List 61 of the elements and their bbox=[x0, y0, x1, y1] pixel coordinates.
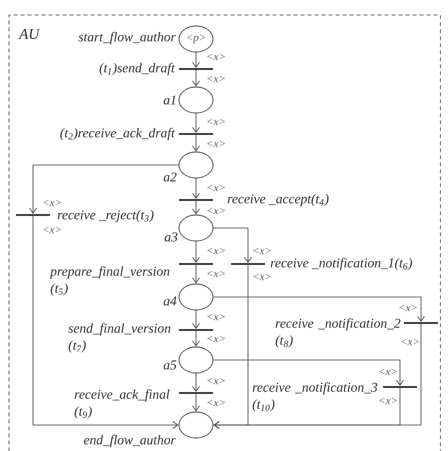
place-label: a5 bbox=[164, 360, 176, 370]
place-circle bbox=[178, 152, 214, 178]
arc-label: <x> bbox=[398, 304, 418, 312]
arc-arrow bbox=[192, 200, 200, 215]
transition-label: (t$_{2}$)receive_ack_draft bbox=[60, 128, 176, 140]
transition-label: receive_ack_final (t$_{9}$) bbox=[74, 389, 170, 419]
arc-label: <x> bbox=[206, 207, 226, 215]
arc-label: <x> bbox=[206, 247, 226, 255]
arc-label: <x> bbox=[252, 247, 272, 255]
place-label: a4 bbox=[164, 296, 176, 306]
arc-label: <x> bbox=[206, 313, 226, 321]
place-label: a3 bbox=[164, 232, 178, 242]
transition-label: (t$_{1}$)send_draft bbox=[100, 62, 176, 76]
arc-arrow bbox=[192, 134, 200, 152]
arc-label: <x> bbox=[206, 75, 226, 83]
arc-label: <x> bbox=[252, 273, 272, 281]
arc-label: <x> bbox=[42, 226, 62, 234]
arc-label: <x> bbox=[206, 184, 226, 192]
arc-label: <x> bbox=[42, 199, 62, 207]
transition-label: receive _notification_1(t$_{6}$) bbox=[270, 258, 412, 270]
place-circle bbox=[178, 214, 214, 242]
arc-arrow bbox=[192, 178, 200, 199]
arc-label: <x> bbox=[400, 338, 420, 346]
arc-arrow bbox=[32, 216, 179, 429]
place-circle bbox=[178, 412, 214, 438]
arc-arrow bbox=[192, 70, 200, 87]
arc-arrow bbox=[192, 241, 200, 263]
transition-label: prepare_final_version (t$_{5}$) bbox=[49, 266, 170, 296]
arc-label: <x> bbox=[206, 270, 226, 278]
arc-arrow bbox=[192, 394, 200, 412]
arc-label: <x> bbox=[378, 368, 398, 376]
arc-arrow bbox=[213, 228, 252, 263]
place-circle bbox=[178, 86, 214, 114]
transition-label: send_final_version (t$_{7}$) bbox=[68, 323, 170, 353]
arc-arrow bbox=[213, 388, 400, 429]
arc-arrow bbox=[192, 264, 200, 284]
arc-label: <x> bbox=[206, 377, 226, 385]
place-circle bbox=[178, 284, 214, 310]
place-label: start_flow_author bbox=[78, 32, 176, 44]
transition-label: receive _accept(t$_{4}$) bbox=[228, 194, 329, 206]
arc-label: <x> bbox=[206, 118, 226, 126]
arc-label: <x> bbox=[206, 335, 226, 343]
arc-arrow bbox=[213, 360, 404, 386]
transition-label: receive _notification_3 (t$_{10}$) bbox=[252, 382, 378, 412]
arc-label: <x> bbox=[378, 397, 398, 405]
place-label: a1 bbox=[164, 96, 176, 105]
transition-label: receive _reject(t$_{3}$) bbox=[58, 210, 154, 222]
arc-arrow bbox=[29, 164, 179, 214]
transition-label: receive _notification_2 (t$_{8}$) bbox=[276, 318, 400, 348]
arc-arrow bbox=[192, 52, 200, 68]
place-label: a2 bbox=[164, 172, 176, 182]
place-circle bbox=[178, 346, 214, 374]
place-label: end_flow_author bbox=[84, 434, 176, 448]
arc-arrow bbox=[192, 113, 200, 133]
arc-label: <x> bbox=[206, 399, 226, 407]
arc-arrow bbox=[213, 296, 425, 322]
arc-label: <x> bbox=[206, 53, 226, 61]
arc-label: <x> bbox=[206, 140, 226, 148]
arc-arrow bbox=[192, 330, 200, 347]
arc-arrow bbox=[192, 373, 200, 392]
arc-arrow bbox=[192, 310, 200, 329]
